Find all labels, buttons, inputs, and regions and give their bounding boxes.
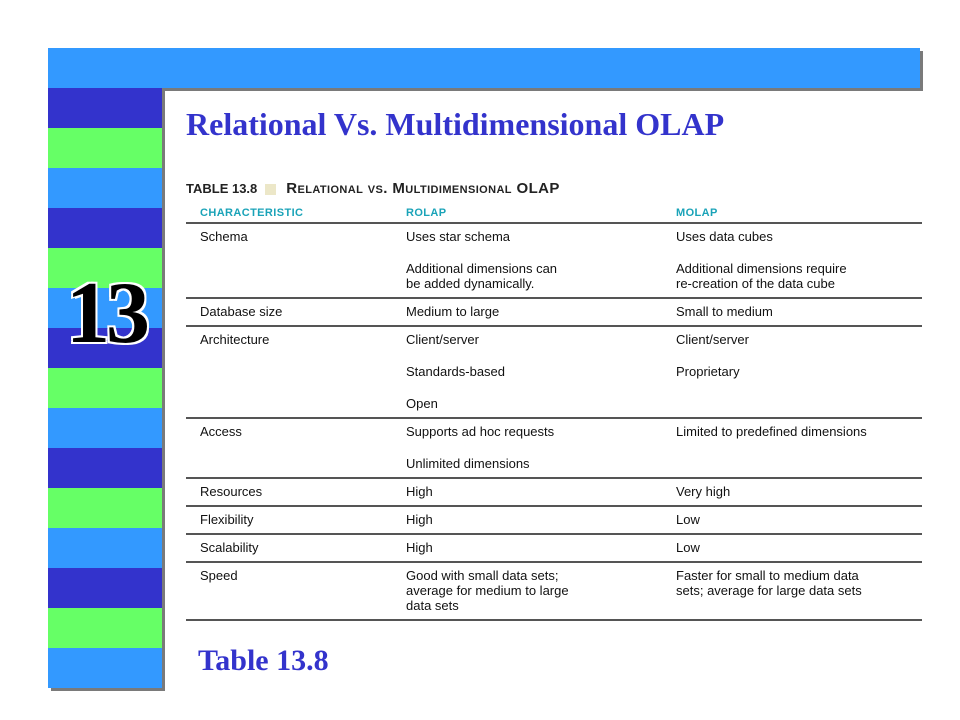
characteristic-cell: Flexibility <box>200 512 254 527</box>
top-decorative-bar <box>48 48 920 88</box>
stripe <box>48 368 162 408</box>
stripe <box>48 408 162 448</box>
stripe <box>48 208 162 248</box>
cell-item: Very high <box>676 484 731 499</box>
table-row: Speed Good with small data sets;average f… <box>186 563 922 621</box>
stripe <box>48 288 162 328</box>
cell-item: Good with small data sets;average for me… <box>406 568 569 613</box>
stripe <box>48 128 162 168</box>
cell-item: Client/server <box>676 332 749 347</box>
molap-cell: Small to medium <box>676 304 936 319</box>
cell-item: Small to medium <box>676 304 773 319</box>
characteristic-cell: Resources <box>200 484 263 499</box>
stripe <box>48 88 162 128</box>
characteristic-cell: Speed <box>200 568 238 583</box>
cell-item: High <box>406 540 433 555</box>
cell-item: Medium to large <box>406 304 500 319</box>
table-row: Database size Medium to large Small to med… <box>186 299 922 327</box>
header-molap: MOLAP <box>676 207 718 219</box>
cell-item: Open <box>406 396 438 411</box>
cell-item: Client/server <box>406 332 479 347</box>
molap-cell: Low <box>676 540 936 555</box>
chapter-number: 13 <box>66 265 150 362</box>
rolap-cell: Medium to large <box>406 304 676 319</box>
table-row: Resources High Very high <box>186 479 922 507</box>
rolap-cell: High <box>406 540 676 555</box>
stripe <box>48 448 162 488</box>
stripe <box>48 248 162 288</box>
table-header: CHARACTERISTIC ROLAP MOLAP <box>186 202 922 224</box>
stripe <box>48 328 162 368</box>
cell-item: Uses data cubes <box>676 229 773 244</box>
table-row: Flexibility High Low <box>186 507 922 535</box>
left-decorative-stripes <box>48 88 162 688</box>
rolap-cell: Good with small data sets;average for me… <box>406 568 676 613</box>
cell-item: Uses star schema <box>406 229 511 244</box>
cell-item: Proprietary <box>676 364 740 379</box>
stripe <box>48 488 162 528</box>
slide-caption: Table 13.8 <box>198 644 329 677</box>
stripe <box>48 568 162 608</box>
characteristic-cell: Architecture <box>200 332 270 347</box>
stripe <box>48 608 162 648</box>
molap-cell: Limited to predefined dimensions <box>676 424 936 471</box>
table-title: TABLE 13.8 Relational vs. Multidimension… <box>186 176 922 202</box>
cell-item: Low <box>676 512 700 527</box>
characteristic-cell: Access <box>200 424 242 439</box>
slide-title: Relational Vs. Multidimensional OLAP <box>186 106 725 142</box>
table-label: TABLE 13.8 <box>186 181 258 196</box>
table-row: Scalability High Low <box>186 535 922 563</box>
molap-cell: Very high <box>676 484 936 499</box>
stripe <box>48 168 162 208</box>
characteristic-cell: Schema <box>200 229 248 244</box>
cell-item: High <box>406 484 433 499</box>
cell-item: Low <box>676 540 700 555</box>
stripe <box>48 648 162 688</box>
molap-cell: Low <box>676 512 936 527</box>
table-name: Relational vs. Multidimensional OLAP <box>286 180 560 197</box>
cell-item: Supports ad hoc requests <box>406 424 555 439</box>
cell-item: Limited to predefined dimensions <box>676 424 867 439</box>
header-rolap: ROLAP <box>406 207 447 219</box>
cell-item: Standards-based <box>406 364 506 379</box>
stripe <box>48 528 162 568</box>
header-characteristic: CHARACTERISTIC <box>200 207 304 219</box>
characteristic-cell: Scalability <box>200 540 259 555</box>
title-swatch <box>265 183 277 195</box>
cell-item: Unlimited dimensions <box>406 456 530 471</box>
characteristic-cell: Database size <box>200 304 283 319</box>
cell-item: High <box>406 512 433 527</box>
rolap-cell: High <box>406 484 676 499</box>
comparison-table: TABLE 13.8 Relational vs. Multidimension… <box>186 176 922 621</box>
rolap-cell: High <box>406 512 676 527</box>
